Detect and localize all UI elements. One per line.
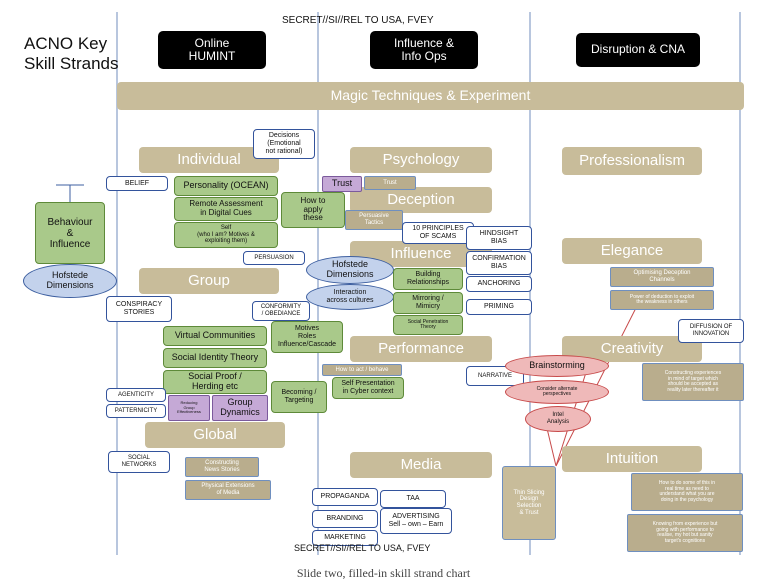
column-disruption-cna: Disruption & CNA bbox=[576, 33, 700, 67]
patternicity: PATTERNICITY bbox=[106, 404, 166, 418]
intuition-note-experience: Knowing from experience but going with p… bbox=[627, 514, 743, 552]
building-relationships: Building Relationships bbox=[393, 268, 463, 290]
remote-assessment: Remote Assessment in Digital Cues bbox=[174, 197, 278, 221]
ten-principles-of-scams: 10 PRINCIPLES OF SCAMS bbox=[402, 222, 474, 244]
hofstede-dimensions-mid: Hofstede Dimensions bbox=[306, 256, 394, 284]
decisions-box: Decisions (Emotional not rational) bbox=[253, 129, 315, 159]
branding: BRANDING bbox=[312, 510, 378, 528]
personality-ocean: Personality (OCEAN) bbox=[174, 176, 278, 196]
social-identity-theory: Social Identity Theory bbox=[163, 348, 267, 368]
physical-extensions-of-media: Physical Extensions of Media bbox=[185, 480, 271, 500]
header-group: Group bbox=[139, 268, 279, 294]
header-elegance: Elegance bbox=[562, 238, 702, 264]
header-global: Global bbox=[145, 422, 285, 448]
thin-slicing: Thin Slicing Design Selection & Trust bbox=[502, 466, 556, 540]
motives-roles-influence: Motives Roles Influence/Cascade bbox=[271, 321, 343, 353]
column-online-humint: Online HUMINT bbox=[158, 31, 266, 69]
diffusion-of-innovation: DIFFUSION OF INNOVATION bbox=[678, 319, 744, 343]
social-proof-herding: Social Proof / Herding etc bbox=[163, 370, 267, 394]
taa: TAA bbox=[380, 490, 446, 508]
propaganda: PROPAGANDA bbox=[312, 488, 378, 506]
hofstede-dimensions-left: Hofstede Dimensions bbox=[23, 264, 117, 298]
conspiracy-stories: CONSPIRACY STORIES bbox=[106, 296, 172, 322]
social-penetration-theory: Social Penetration Theory bbox=[393, 315, 463, 335]
optimising-deception-channels: Optimising Deception Channels bbox=[610, 267, 714, 287]
self-presentation-cyber: Self Presentation in Cyber context bbox=[332, 377, 404, 399]
anchoring: ANCHORING bbox=[466, 276, 532, 292]
behaviour-influence: Behaviour & Influence bbox=[35, 202, 105, 264]
constructing-news-stories: Constructing News Stories bbox=[185, 457, 259, 477]
intel-analysis: Intel Analysis bbox=[525, 406, 591, 432]
slide-title-line1: ACNO Key bbox=[24, 34, 108, 53]
becoming-targeting: Becoming / Targeting bbox=[271, 381, 327, 413]
group-dynamics: Group Dynamics bbox=[212, 395, 268, 421]
figure-caption: Slide two, filled-in skill strand chart bbox=[296, 566, 471, 580]
conformity-obediance: CONFORMITY / OBEDIANCE bbox=[252, 301, 310, 321]
marketing: MARKETING bbox=[312, 530, 378, 546]
classification-bottom: SECRET//SI//REL TO USA, FVEY bbox=[294, 543, 431, 553]
header-deception: Deception bbox=[350, 187, 492, 213]
trust-box: Trust bbox=[322, 176, 362, 192]
narrative: NARRATIVE bbox=[466, 366, 524, 386]
header-media: Media bbox=[350, 452, 492, 478]
social-networks: SOCIAL NETWORKS bbox=[108, 451, 170, 473]
persuasion-label: PERSUASION bbox=[243, 251, 305, 265]
reducing-group-effectiveness: Reducing Group Effectiveness bbox=[168, 395, 210, 421]
agenticity: AGENTICITY bbox=[106, 388, 166, 402]
how-to-apply: How to apply these bbox=[281, 192, 345, 228]
virtual-communities: Virtual Communities bbox=[163, 326, 267, 346]
mirroring-mimicry: Mirroring / Mimicry bbox=[393, 292, 463, 314]
self-motives: Self (who I am? Motives & exploiting the… bbox=[174, 222, 278, 248]
priming: PRIMING bbox=[466, 299, 532, 315]
header-intuition: Intuition bbox=[562, 446, 702, 472]
header-performance: Performance bbox=[350, 336, 492, 362]
confirmation-bias: CONFIRMATION BIAS bbox=[466, 251, 532, 275]
how-to-act: How to act / behave bbox=[322, 364, 402, 376]
intuition-note-realtime: How to do some of this in real time as n… bbox=[631, 473, 743, 511]
constructing-experiences: Constructing experiences in mind of targ… bbox=[642, 363, 744, 401]
advertising: ADVERTISING Sell – own – Earn bbox=[380, 508, 452, 534]
interaction-across-cultures: Interaction across cultures bbox=[306, 284, 394, 310]
header-psychology: Psychology bbox=[350, 147, 492, 173]
classification-top: SECRET//SI//REL TO USA, FVEY bbox=[282, 15, 434, 26]
power-of-deduction: Power of deduction to exploit the weakne… bbox=[610, 290, 714, 310]
slide-title-line2: Skill Strands bbox=[24, 53, 119, 73]
consider-alternate-perspectives: Consider alternate perspectives bbox=[505, 380, 609, 404]
banner-magic-techniques: Magic Techniques & Experiment bbox=[117, 82, 744, 110]
column-influence-info-ops: Influence & Info Ops bbox=[370, 31, 478, 69]
trust-small: Trust bbox=[364, 176, 416, 190]
slide-title: ACNO Key Skill Strands bbox=[24, 34, 118, 73]
hindsight-bias: HINDSIGHT BIAS bbox=[466, 226, 532, 250]
persuasive-tactics: Persuasive Tactics bbox=[345, 210, 403, 230]
header-professionalism: Professionalism bbox=[562, 147, 702, 175]
belief-label: BELIEF bbox=[106, 176, 168, 191]
brainstorming: Brainstorming bbox=[505, 355, 609, 377]
